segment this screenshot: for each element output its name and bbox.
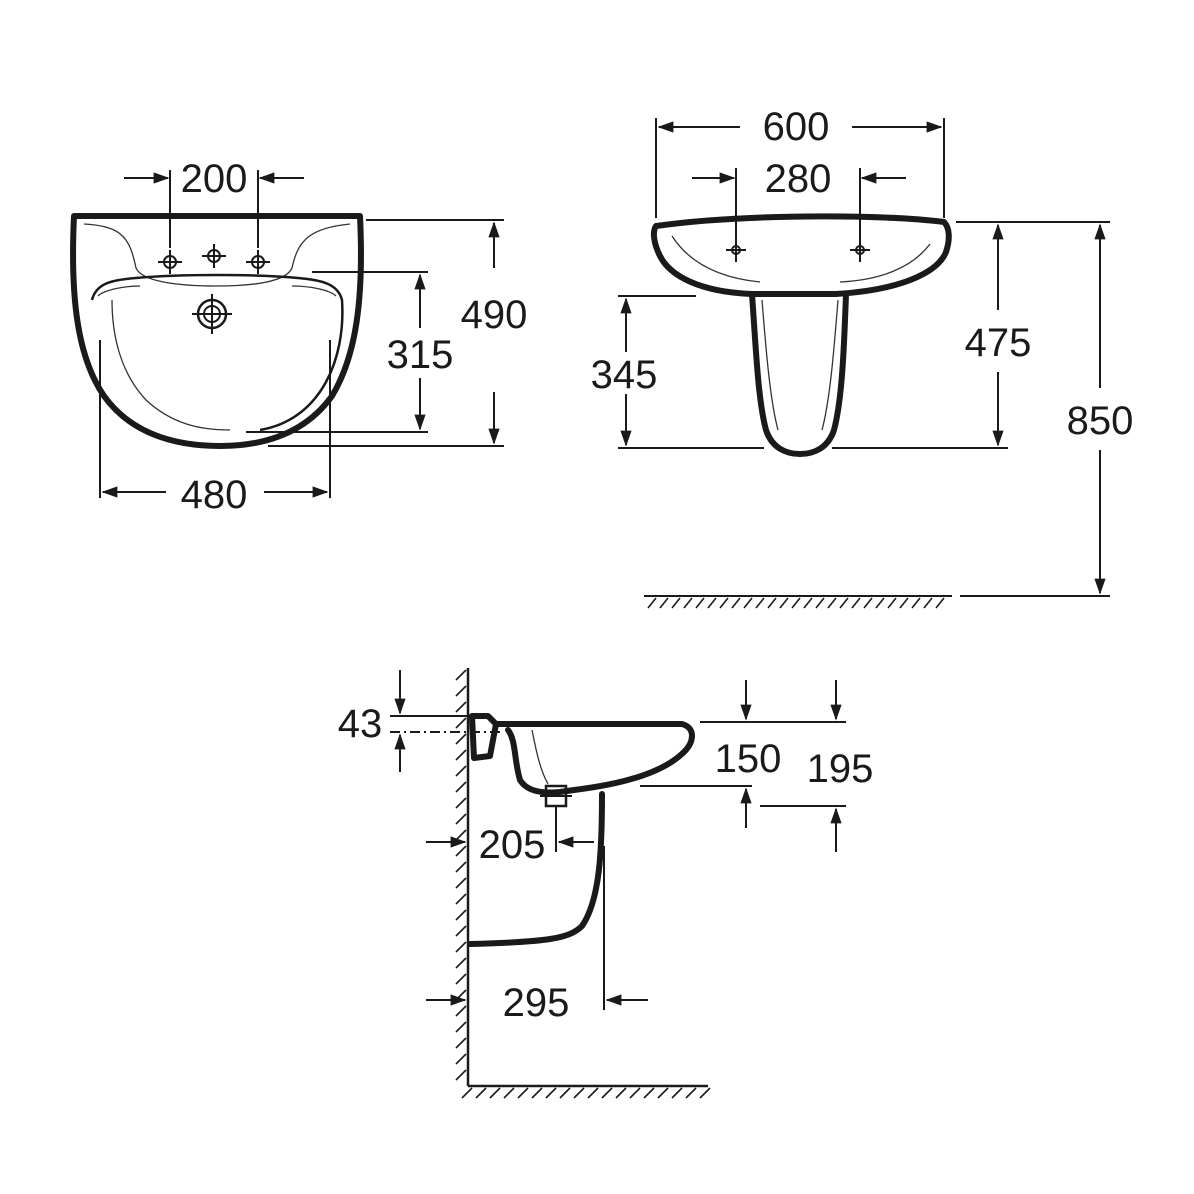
dim-elev-rim-height: 850 xyxy=(1067,399,1134,443)
dim-side-bowl-depth: 150 xyxy=(715,737,782,781)
drain-icon xyxy=(192,294,232,334)
elevation-pedestal-inner xyxy=(761,299,839,431)
elevation-view: 600 280 345 475 850 xyxy=(591,105,1134,609)
basin-outline xyxy=(70,213,364,449)
side-wall xyxy=(455,668,470,1086)
dim-front-overall-depth: 490 xyxy=(461,293,528,337)
dim-elev-tap-spacing: 280 xyxy=(765,157,832,201)
dim-front-bowl-width: 480 xyxy=(181,473,248,517)
tap-ledge xyxy=(83,223,351,287)
tap-hole-center xyxy=(202,244,226,268)
side-pedestal-profile xyxy=(467,791,605,947)
dim-elev-overall-width: 600 xyxy=(763,105,830,149)
elevation-basin xyxy=(650,213,952,297)
elevation-basin-inner xyxy=(671,235,931,283)
side-view: 43 150 195 205 295 xyxy=(338,668,874,1099)
elevation-tap-left xyxy=(726,240,746,262)
tap-hole-left xyxy=(158,250,182,274)
inner-bowl-rim xyxy=(97,285,337,297)
front-view: 200 490 315 480 xyxy=(70,157,528,517)
dim-side-pedestal-offset: 295 xyxy=(503,981,570,1025)
inner-bowl-front xyxy=(111,299,231,431)
inner-bowl xyxy=(90,273,344,432)
side-basin-inner xyxy=(531,729,549,785)
wall-bracket xyxy=(469,713,499,761)
drain-connector xyxy=(540,784,572,808)
side-basin-profile xyxy=(493,721,695,796)
elevation-pedestal xyxy=(749,291,849,457)
dim-side-overall-depth: 195 xyxy=(807,747,874,791)
dim-elev-basin-height: 475 xyxy=(965,321,1032,365)
elevation-floor xyxy=(644,595,952,609)
dim-side-trap-offset: 205 xyxy=(479,823,546,867)
tap-hole-right xyxy=(246,250,270,274)
dim-elev-pedestal-height: 345 xyxy=(591,353,658,397)
elevation-tap-right xyxy=(850,240,870,262)
dim-side-rim-thickness: 43 xyxy=(338,702,383,746)
dim-front-bowl-depth: 315 xyxy=(387,333,454,377)
side-floor xyxy=(461,1084,711,1099)
dim-front-tap-spacing: 200 xyxy=(181,157,248,201)
